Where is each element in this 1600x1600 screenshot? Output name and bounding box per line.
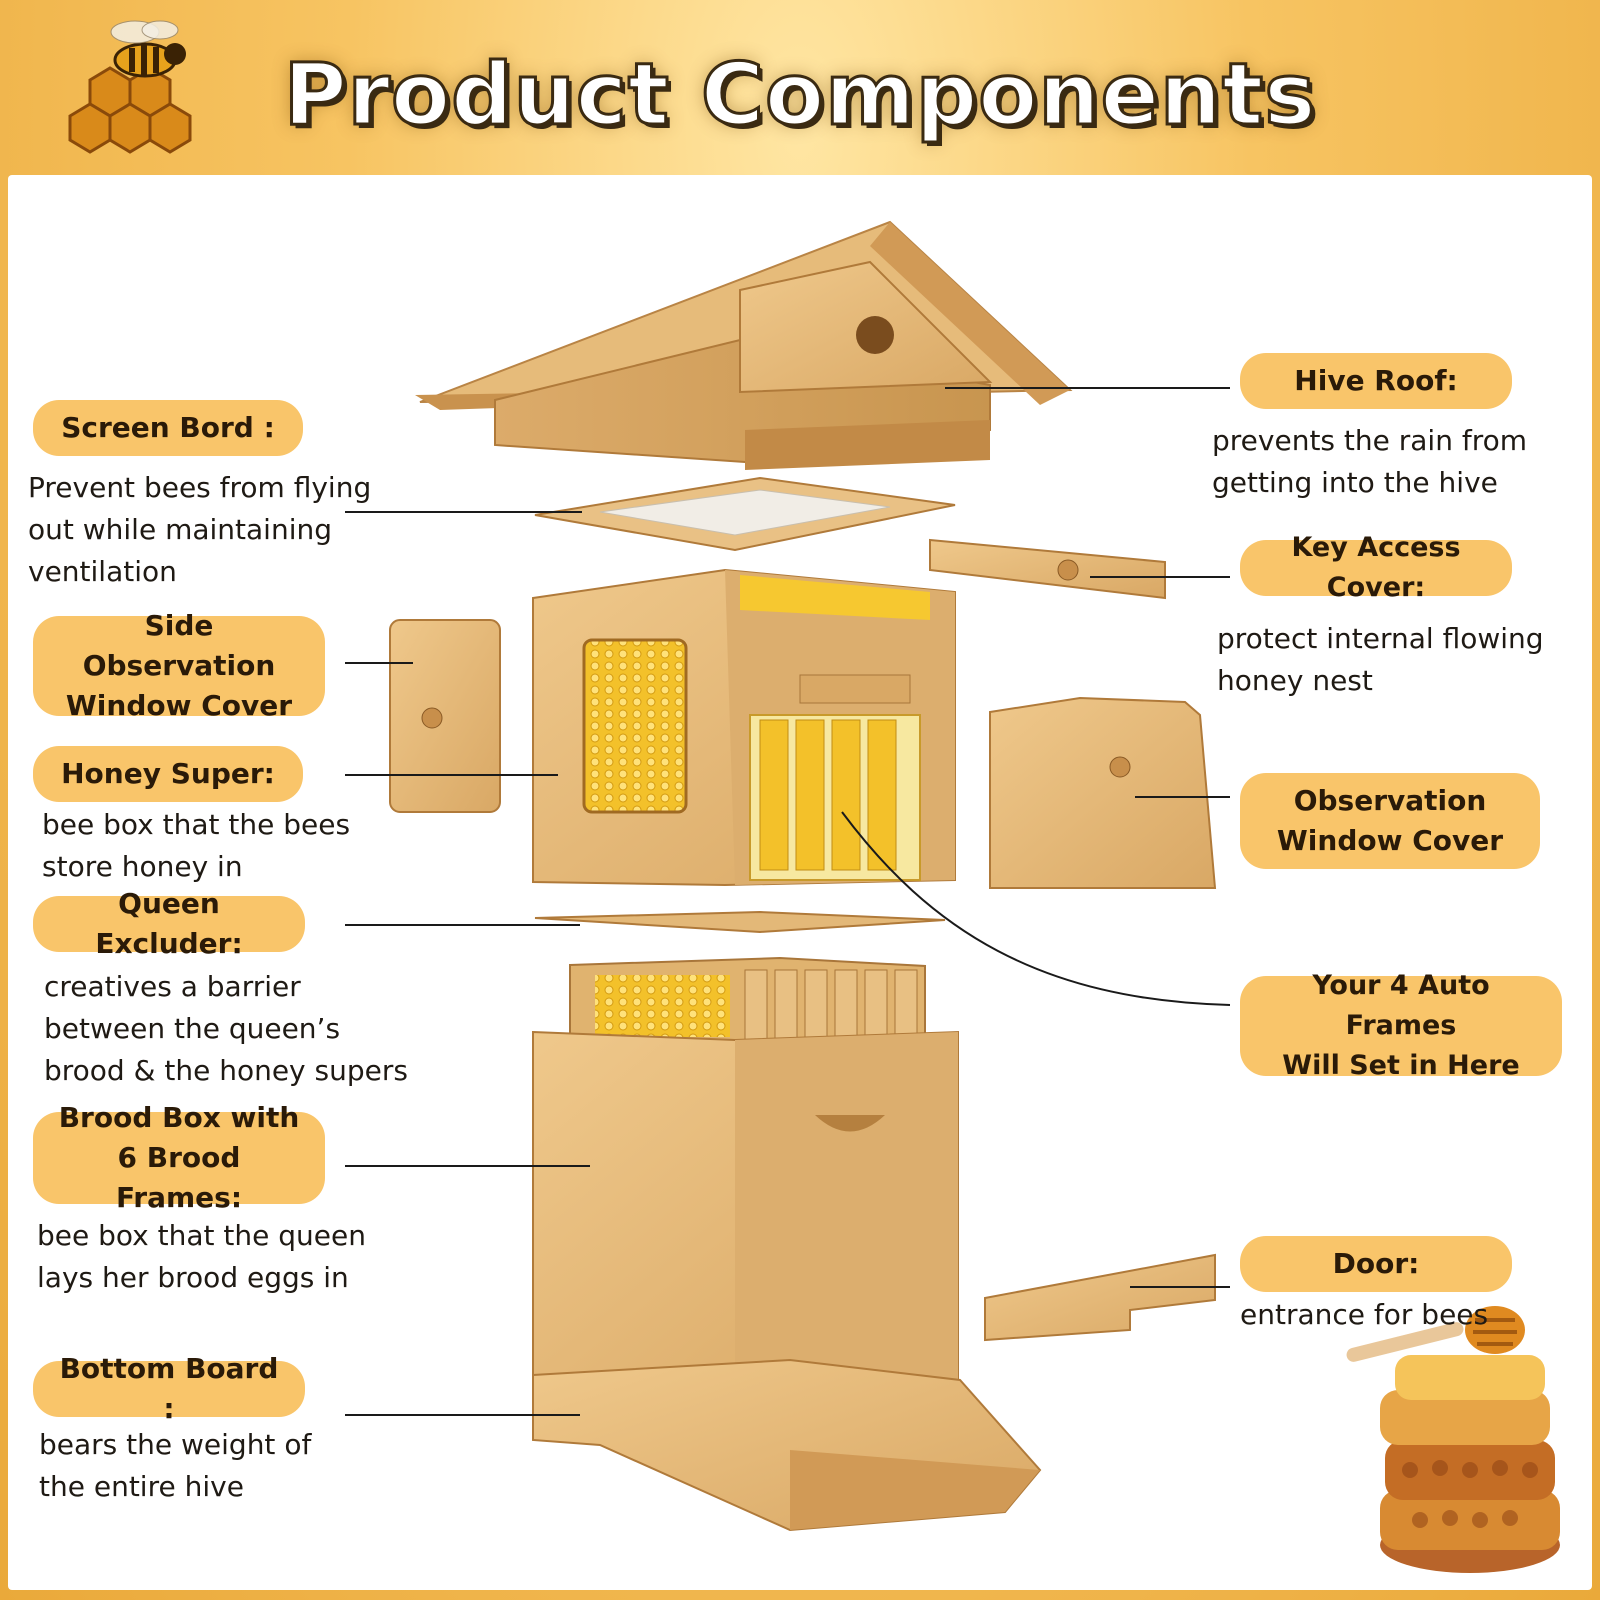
- brood-box-badge: Brood Box with 6 Brood Frames:: [33, 1101, 325, 1214]
- page-title: Product Components: [282, 44, 1317, 147]
- screen-board-art: [534, 476, 956, 552]
- screen-bord-desc: Prevent bees from flying out while maint…: [28, 471, 372, 588]
- hive-roof-desc: prevents the rain from getting into the …: [1212, 424, 1528, 499]
- queen-excluder-art: [534, 910, 946, 934]
- key-access-cover-badge: Key Access Cover:: [1240, 532, 1512, 603]
- honeycomb-stack-art: [1346, 1306, 1560, 1573]
- queen-excluder-badge: Queen Excluder:: [33, 887, 305, 960]
- honey-super-desc: bee box that the bees store honey in: [42, 808, 351, 883]
- key-access-cover-desc: protect internal flowing honey nest: [1217, 622, 1544, 697]
- bottom-board-desc: bears the weight of the entire hive: [39, 1428, 312, 1503]
- queen-excluder-desc: creatives a barrier between the queen’s …: [44, 970, 408, 1087]
- bottom-board-badge: Bottom Board :: [33, 1352, 305, 1425]
- side-observation-window-cover-badge: Side Observation Window Cover: [33, 609, 325, 722]
- side-window-cover-art: [389, 619, 501, 813]
- hive-roof-art: [415, 220, 1073, 470]
- hive-roof-badge: Hive Roof:: [1240, 353, 1512, 409]
- bottom-board-art: [532, 1358, 1042, 1532]
- screen-bord-badge: Screen Bord :: [33, 400, 303, 456]
- observation-window-cover-badge: Observation Window Cover: [1240, 773, 1540, 869]
- bee-honeycomb-logo: [68, 20, 192, 154]
- honey-super-art: [532, 568, 956, 887]
- brood-box-desc: bee box that the queen lays her brood eg…: [37, 1219, 366, 1294]
- observation-window-cover-art: [989, 696, 1217, 889]
- door-badge: Door:: [1240, 1236, 1512, 1292]
- door-desc: entrance for bees: [1240, 1298, 1489, 1331]
- auto-frames-badge: Your 4 Auto Frames Will Set in Here: [1240, 970, 1562, 1081]
- door-art: [984, 1253, 1216, 1342]
- key-access-cover-art: [929, 538, 1166, 600]
- brood-box-art: [532, 956, 959, 1387]
- honey-super-badge: Honey Super:: [33, 746, 303, 802]
